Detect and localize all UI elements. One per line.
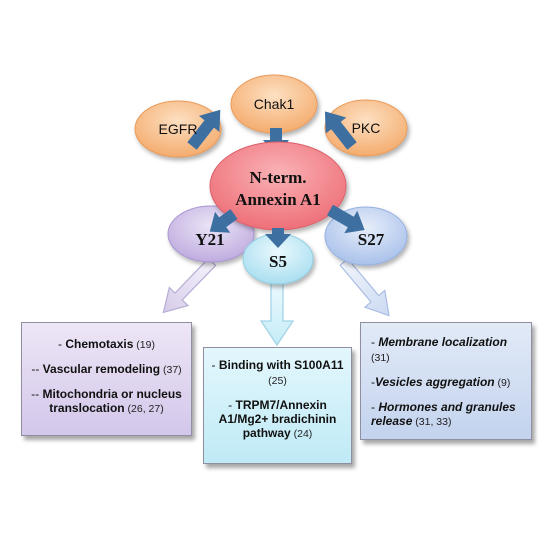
arrow-center-to-y21 — [209, 209, 238, 233]
function-box-s27: - Membrane localization (31) -Vesicles a… — [360, 322, 532, 440]
arrow-s27-to-box — [339, 257, 390, 317]
arrow-center-to-s27 — [327, 204, 365, 234]
reference: (9) — [494, 377, 511, 389]
center-label-line2: Annexin A1 — [235, 190, 321, 209]
function-text: Vascular remodeling — [42, 362, 161, 376]
kinase-pkc-label: PKC — [352, 120, 381, 136]
function-item: - Binding with S100A11 (25) — [211, 358, 344, 387]
reference: (19) — [133, 339, 155, 351]
function-box-s5: - Binding with S100A11 (25) - TRPM7/Anne… — [203, 347, 352, 464]
reference: (31, 33) — [412, 416, 452, 428]
site-y21-label: Y21 — [195, 230, 224, 249]
function-text: TRPM7/Annexin A1/Mg2+ bradichinin pathwa… — [218, 398, 337, 440]
function-item: -- Vascular remodeling (37) — [31, 362, 182, 376]
center-label-line1: N-term. — [249, 168, 306, 187]
arrow-center-to-s5 — [265, 228, 291, 248]
reference: (26, 27) — [124, 403, 164, 415]
function-text: Binding with S100A11 — [218, 358, 344, 372]
function-box-y21: - Chemotaxis (19) -- Vascular remodeling… — [21, 322, 192, 436]
function-text: Hormones and granules release — [371, 400, 516, 428]
reference: (31) — [371, 352, 390, 364]
function-text: Membrane localization — [378, 335, 508, 349]
function-text: Vesicles aggregation — [375, 375, 495, 389]
site-s5-label: S5 — [269, 252, 287, 271]
function-item: - Hormones and granules release (31, 33) — [371, 400, 516, 428]
arrow-s5-to-box — [259, 274, 295, 347]
arrow-y21-to-box — [162, 257, 217, 314]
function-item: - Chemotaxis (19) — [58, 337, 155, 351]
function-text: Chemotaxis — [65, 337, 134, 351]
arrow-egfr-to-center — [187, 109, 221, 150]
kinase-egfr-label: EGFR — [159, 121, 198, 137]
function-text: Mitochondria or nucleus translocation — [42, 387, 182, 415]
site-s27-label: S27 — [358, 230, 385, 249]
arrow-pkc-to-center — [324, 111, 357, 150]
reference: (24) — [290, 428, 313, 440]
reference: (37) — [160, 364, 182, 376]
function-item: -- Mitochondria or nucleus translocation… — [31, 387, 182, 415]
function-item: - Membrane localization (31) — [371, 335, 508, 364]
kinase-chak1-label: Chak1 — [254, 96, 295, 112]
function-item: -Vesicles aggregation (9) — [371, 375, 511, 389]
function-item: - TRPM7/Annexin A1/Mg2+ bradichinin path… — [218, 398, 337, 440]
reference: (25) — [268, 375, 287, 387]
